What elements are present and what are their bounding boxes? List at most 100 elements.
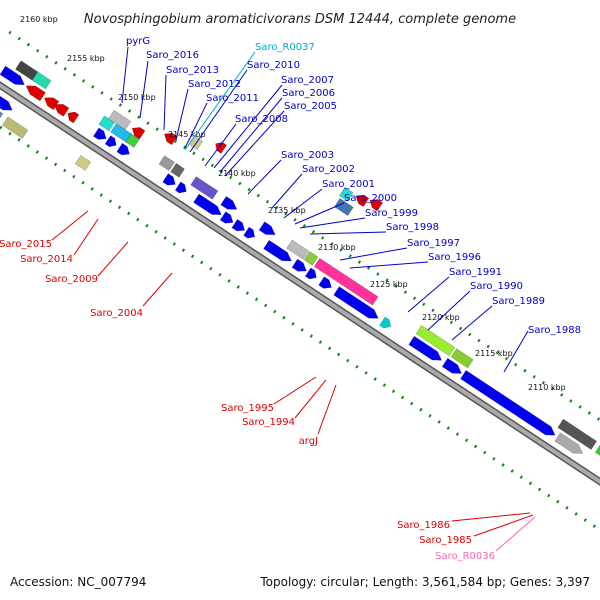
fwd-gene-26 — [258, 221, 276, 236]
svg-text:Saro_2005: Saro_2005 — [284, 101, 337, 112]
rev-box-6 — [338, 186, 354, 202]
label-saro-1989: Saro_1989 — [451, 296, 545, 341]
svg-text:Saro_2016: Saro_2016 — [146, 50, 199, 61]
rev-box-2 — [1, 116, 29, 139]
label-saro-2005: Saro_2005 — [224, 101, 337, 177]
label-saro-2002: Saro_2002 — [271, 164, 355, 209]
label-argj: argJ — [299, 384, 337, 447]
label-saro-1991: Saro_1991 — [407, 267, 502, 313]
tick-2135: 2135 kbp — [268, 206, 306, 215]
tick-2150: 2150 kbp — [118, 93, 156, 102]
svg-text:Saro_1996: Saro_1996 — [428, 252, 481, 263]
label-saro-2009: Saro_2009 — [45, 241, 129, 285]
svg-text:Saro_1997: Saro_1997 — [407, 238, 460, 249]
fwd-gene-14 — [243, 226, 256, 239]
rev-gene-4 — [215, 141, 228, 154]
svg-text:Saro_1990: Saro_1990 — [470, 281, 523, 292]
fwd-gene-24 — [554, 432, 584, 454]
fwd-gene-5 — [67, 111, 80, 124]
fwd-gene-13 — [231, 218, 246, 232]
rev-gene-5 — [355, 194, 370, 208]
svg-text:Saro_1986: Saro_1986 — [397, 520, 450, 531]
label-pyrG: pyrG — [121, 36, 150, 104]
rev-box-1 — [0, 111, 4, 119]
label-saro-1996: Saro_1996 — [349, 252, 481, 269]
svg-text:Saro_2011: Saro_2011 — [206, 93, 259, 104]
fwd-gene-4 — [53, 103, 70, 117]
label-saro-1995: Saro_1995 — [221, 376, 317, 414]
label-saro-2008: Saro_2008 — [204, 114, 288, 167]
rev-box-7 — [333, 197, 354, 217]
fwd-box-12 — [415, 324, 456, 357]
page-title: Novosphingobium aromaticivorans DSM 1244… — [84, 12, 516, 27]
label-saro-1999: Saro_1999 — [299, 208, 418, 229]
svg-text:Saro_1988: Saro_1988 — [528, 325, 581, 336]
reverse-dotted-guide — [0, 125, 600, 532]
genome-summary-text: Topology: circular; Length: 3,561,584 bp… — [259, 575, 590, 589]
tick-2160: 2160 kbp — [20, 15, 58, 24]
fwd-gene-10 — [174, 181, 187, 194]
svg-text:Saro_1999: Saro_1999 — [365, 208, 418, 219]
fwd-box-13 — [450, 348, 474, 369]
fwd-gene-19 — [333, 286, 379, 319]
fwd-box-9 — [286, 239, 310, 260]
svg-text:pyrG: pyrG — [126, 36, 150, 47]
fwd-gene-1 — [0, 65, 25, 86]
rev-gene-3 — [164, 132, 178, 146]
label-saro-2015: Saro_2015 — [0, 210, 89, 250]
svg-text:Saro_2013: Saro_2013 — [166, 65, 219, 76]
rev-gene-1 — [0, 95, 13, 111]
svg-text:Saro_2000: Saro_2000 — [344, 193, 397, 204]
accession-text: Accession: NC_007794 — [10, 575, 146, 589]
svg-text:Saro_2009: Saro_2009 — [45, 274, 98, 285]
rev-gene-2 — [131, 127, 146, 140]
svg-text:Saro_2002: Saro_2002 — [302, 164, 355, 175]
tick-2115: 2115 kbp — [475, 349, 513, 358]
forward-gene-labels: pyrG Saro_2016 Saro_2013 Saro_2012 Saro_… — [121, 36, 581, 373]
tick-2140: 2140 kbp — [218, 169, 256, 178]
svg-text:Saro_2003: Saro_2003 — [281, 150, 334, 161]
tick-2155: 2155 kbp — [67, 54, 105, 63]
label-saro-1990: Saro_1990 — [427, 281, 523, 331]
fwd-box-5 — [125, 133, 140, 148]
svg-text:Saro_R0036: Saro_R0036 — [435, 551, 495, 562]
svg-text:Saro_2015: Saro_2015 — [0, 239, 52, 250]
fwd-box-2 — [31, 71, 52, 90]
fwd-gene-11 — [193, 193, 222, 216]
fwd-gene-18 — [318, 276, 332, 289]
svg-text:Saro_2008: Saro_2008 — [235, 114, 288, 125]
fwd-box-7 — [170, 162, 185, 178]
kbp-ticks: 2160 kbp 2155 kbp 2150 kbp 2145 kbp 2140… — [20, 15, 566, 392]
fwd-box-15 — [594, 444, 600, 456]
tick-2110: 2110 kbp — [528, 383, 566, 392]
label-saro-2010: Saro_2010 — [189, 60, 300, 153]
reverse-gene-labels: Saro_2015 Saro_2014 Saro_2009 Saro_2004 … — [0, 210, 536, 562]
label-saro-r0036: Saro_R0036 — [435, 516, 536, 562]
fwd-gene-7 — [104, 135, 117, 148]
svg-text:argJ: argJ — [299, 436, 318, 447]
svg-text:Saro_R0037: Saro_R0037 — [255, 42, 315, 53]
label-saro-2003: Saro_2003 — [247, 150, 334, 195]
fwd-box-14 — [557, 418, 598, 450]
svg-text:Saro_2007: Saro_2007 — [281, 75, 334, 86]
svg-text:Saro_1998: Saro_1998 — [386, 222, 439, 233]
fwd-gene-15 — [263, 239, 292, 262]
fwd-gene-20 — [379, 316, 392, 329]
tick-2145: 2145 kbp — [168, 130, 206, 139]
fwd-gene-17 — [304, 267, 317, 280]
fwd-gene-21 — [408, 335, 443, 361]
fwd-gene-2 — [25, 85, 46, 102]
tick-2130: 2130 kbp — [318, 243, 356, 252]
rev-gene-6 — [369, 199, 384, 212]
fwd-gene-23 — [460, 369, 556, 436]
fwd-box-8 — [190, 176, 219, 200]
svg-text:Saro_2010: Saro_2010 — [247, 60, 300, 71]
label-saro-2007: Saro_2007 — [213, 75, 334, 169]
svg-text:Saro_2004: Saro_2004 — [90, 308, 143, 319]
svg-text:Saro_2014: Saro_2014 — [20, 254, 73, 265]
svg-text:Saro_1991: Saro_1991 — [449, 267, 502, 278]
fwd-gene-6 — [92, 127, 107, 140]
label-saro-2014: Saro_2014 — [20, 218, 99, 265]
fwd-gene-8 — [116, 142, 130, 156]
